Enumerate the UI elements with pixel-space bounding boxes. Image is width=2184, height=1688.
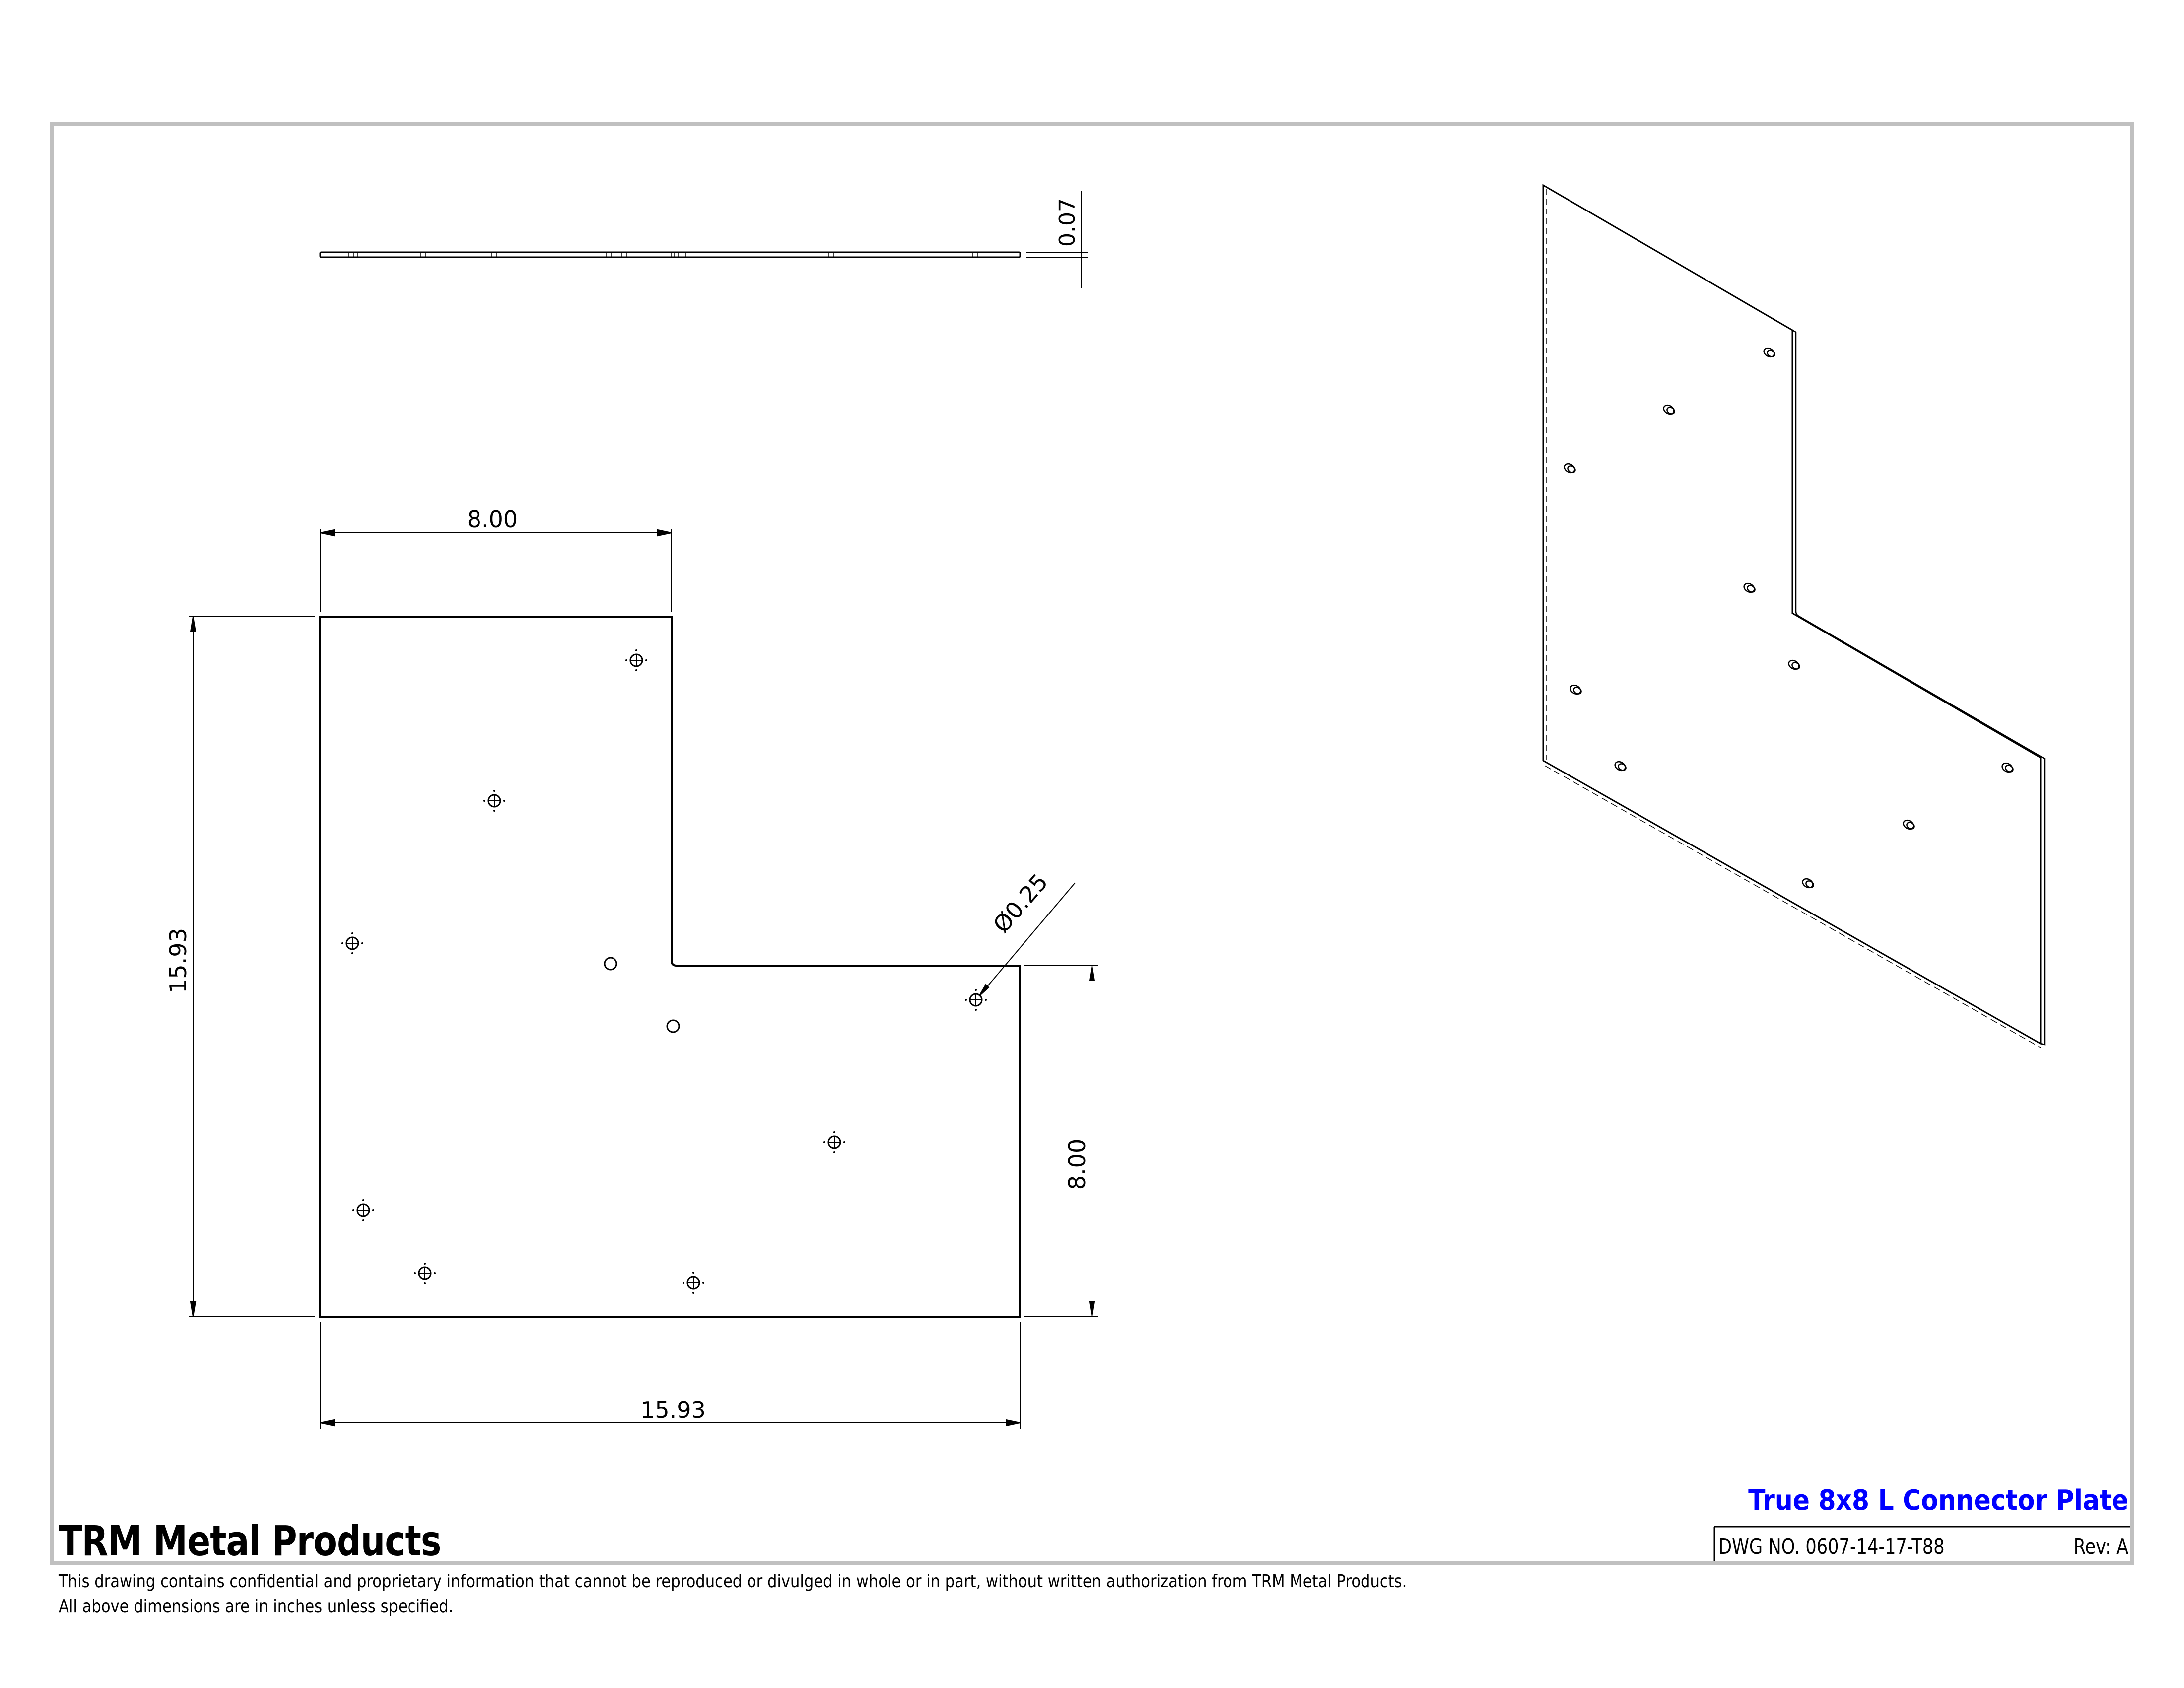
sheet-frame (50, 122, 2134, 1565)
plan-view (189, 529, 1098, 1429)
dim-overall-width (320, 1322, 1021, 1429)
hole-diameter-label: Ø0.25 (988, 868, 1053, 938)
dim-top-width (320, 529, 672, 612)
dim-right-leg-height (1024, 965, 1098, 1317)
title-block-box (1713, 1526, 2130, 1561)
drawing-number: DWG NO. 0607-14-17-T88 (1718, 1534, 1945, 1559)
edge-view (319, 191, 1088, 288)
dim-top-width-label: 8.00 (467, 506, 518, 533)
revision: Rev: A (2073, 1534, 2128, 1559)
units-note: All above dimensions are in inches unles… (59, 1596, 454, 1617)
confidentiality-note: This drawing contains confidential and p… (59, 1571, 1407, 1592)
plate-outline (319, 616, 1021, 1318)
dim-right-leg-height-label: 8.00 (1064, 1139, 1091, 1190)
part-title: True 8x8 L Connector Plate (1748, 1484, 2128, 1517)
company-name: TRM Metal Products (59, 1517, 441, 1565)
dim-overall-height (189, 616, 315, 1317)
plan-holes (341, 649, 987, 1294)
isometric-view (1542, 184, 2046, 1048)
dim-overall-width-label: 15.93 (640, 1397, 706, 1423)
iso-holes (1564, 347, 2014, 889)
thickness-dimension-label: 0.07 (1055, 198, 1080, 247)
hole-diameter-leader (978, 882, 1076, 997)
dim-overall-height-label: 15.93 (165, 928, 192, 993)
